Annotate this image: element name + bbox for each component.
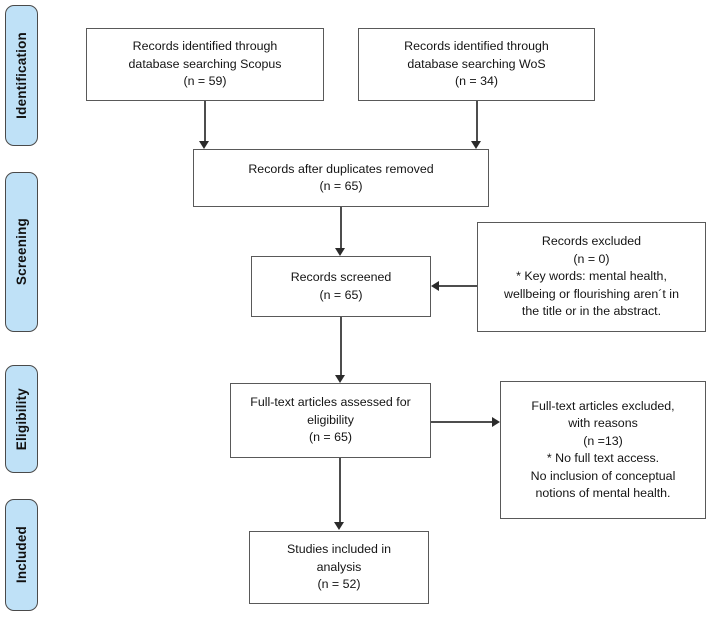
connector-fulltext-to-included [339,458,341,523]
stage-label-included: Included [14,526,29,584]
node-records-identified-wos: Records identified through database sear… [358,28,595,101]
arrowhead-down-icon [335,248,345,256]
stage-label-screening: Screening [14,218,29,286]
connector-fulltext-to-excluded [431,421,492,423]
node-text: Full-text articles assessed for eligibil… [250,395,411,445]
node-studies-included: Studies included in analysis (n = 52) [249,531,429,604]
arrowhead-down-icon [471,141,481,149]
stage-tab-screening: Screening [5,172,38,332]
node-records-after-duplicates-removed: Records after duplicates removed (n = 65… [193,149,489,207]
connector-duplicates-to-screened [340,207,342,249]
node-text: Records identified through database sear… [128,39,282,89]
node-text: Records identified through database sear… [404,39,549,89]
arrowhead-down-icon [199,141,209,149]
arrowhead-down-icon [334,522,344,530]
stage-label-identification: Identification [14,32,29,119]
node-records-screened: Records screened (n = 65) [251,256,431,317]
connector-excluded-to-screened [439,285,477,287]
stage-tab-identification: Identification [5,5,38,146]
connector-wos-to-duplicates [476,101,478,142]
stage-tab-eligibility: Eligibility [5,365,38,473]
arrowhead-right-icon [492,417,500,427]
arrowhead-left-icon [431,281,439,291]
node-text: Records screened (n = 65) [290,270,392,302]
node-fulltext-articles-assessed: Full-text articles assessed for eligibil… [230,383,431,458]
node-fulltext-articles-excluded: Full-text articles excluded, with reason… [500,381,706,519]
node-text: Studies included in analysis (n = 52) [286,542,391,592]
node-records-excluded: Records excluded (n = 0) * Key words: me… [477,222,706,332]
node-text: Full-text articles excluded, with reason… [530,398,676,501]
stage-tab-included: Included [5,499,38,611]
stage-label-eligibility: Eligibility [14,387,29,451]
connector-scopus-to-duplicates [204,101,206,142]
connector-screened-to-fulltext [340,317,342,375]
arrowhead-down-icon [335,375,345,383]
node-records-identified-scopus: Records identified through database sear… [86,28,324,101]
node-text: Records excluded (n = 0) * Key words: me… [504,234,679,319]
node-text: Records after duplicates removed (n = 65… [248,161,434,194]
